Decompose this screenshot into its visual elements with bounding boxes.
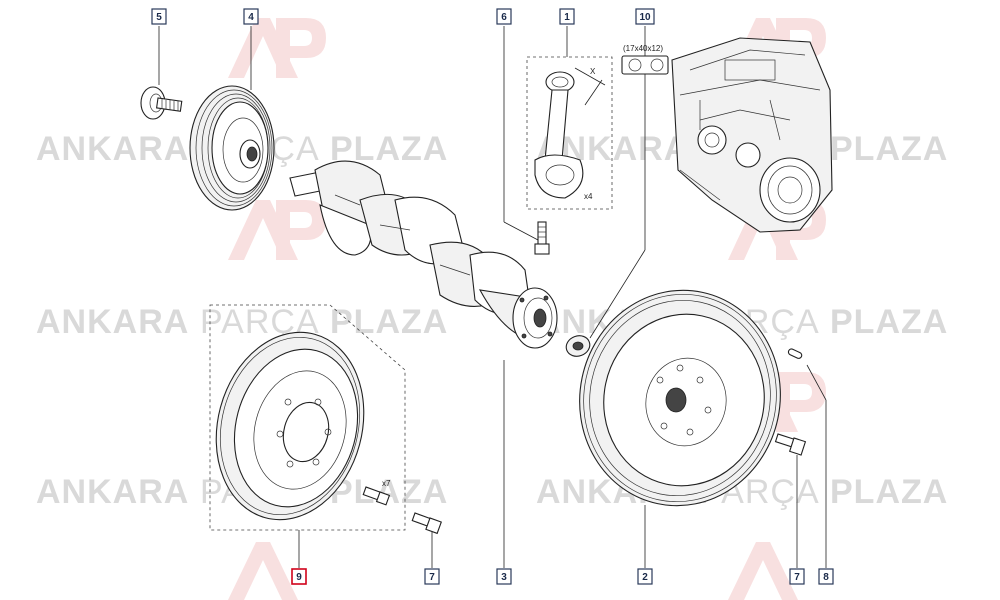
callout-label: 6 [501, 12, 507, 23]
watermark-logo [228, 542, 298, 600]
callout-label: 7 [794, 572, 800, 583]
callout-4[interactable]: 4 [243, 8, 259, 25]
part-dual-mass-flywheel: x7 [209, 304, 406, 531]
watermark-plaza: PLAZA [830, 473, 948, 511]
callout-label: 9 [296, 572, 302, 583]
part-pilot-bearing: (17x40x12) [565, 44, 669, 357]
watermark-ankara: ANKARA [36, 303, 189, 341]
part-dowel-pin [787, 348, 803, 359]
callout-label: 10 [639, 12, 651, 23]
part-crankshaft-pulley [189, 85, 275, 211]
callout-2[interactable]: 2 [637, 568, 653, 585]
watermark-logo [228, 200, 326, 260]
engine-assembly-image [671, 37, 833, 233]
watermark-logo [228, 18, 326, 78]
part-bolt-right [774, 433, 807, 456]
flywheel-bolt [362, 486, 391, 506]
callout-label: 5 [156, 12, 162, 23]
callout-3[interactable]: 3 [496, 568, 512, 585]
callout-7-right[interactable]: 7 [789, 568, 805, 585]
callout-label: 3 [501, 572, 507, 583]
leader-lines [158, 26, 827, 568]
watermark-plaza: PLAZA [830, 303, 948, 341]
callout-label: 8 [823, 572, 829, 583]
callout-9[interactable]: 9 [291, 568, 307, 585]
quantity-x4-label: x4 [584, 192, 593, 201]
part-pulley-bolt [140, 86, 183, 120]
callout-10[interactable]: 10 [635, 8, 655, 25]
callout-label: 1 [564, 12, 570, 23]
callout-6[interactable]: 6 [496, 8, 512, 25]
watermark-ankara: ANKARA [36, 130, 189, 168]
callout-label: 2 [642, 572, 648, 583]
part-rod-bolt [534, 221, 550, 255]
part-crankshaft [289, 160, 558, 349]
bolt-qty-x7-label: x7 [382, 479, 391, 488]
part-flywheel [579, 289, 781, 507]
callout-8[interactable]: 8 [818, 568, 834, 585]
part-connecting-rod-group: X x4 [526, 56, 613, 210]
watermark-ankara: ANKARA [36, 473, 189, 511]
callout-label: 7 [429, 572, 435, 583]
watermark-plaza: PLAZA [330, 473, 448, 511]
watermark-plaza: PLAZA [330, 303, 448, 341]
part-bolt-left [411, 512, 442, 535]
bearing-size-label: (17x40x12) [623, 44, 663, 53]
dimension-x-label: X [590, 67, 596, 76]
watermark-plaza: PLAZA [830, 130, 948, 168]
callout-7-left[interactable]: 7 [424, 568, 440, 585]
callout-label: 4 [248, 12, 254, 23]
watermark-logo [728, 542, 798, 600]
callout-1[interactable]: 1 [559, 8, 575, 25]
callout-5[interactable]: 5 [151, 8, 167, 25]
